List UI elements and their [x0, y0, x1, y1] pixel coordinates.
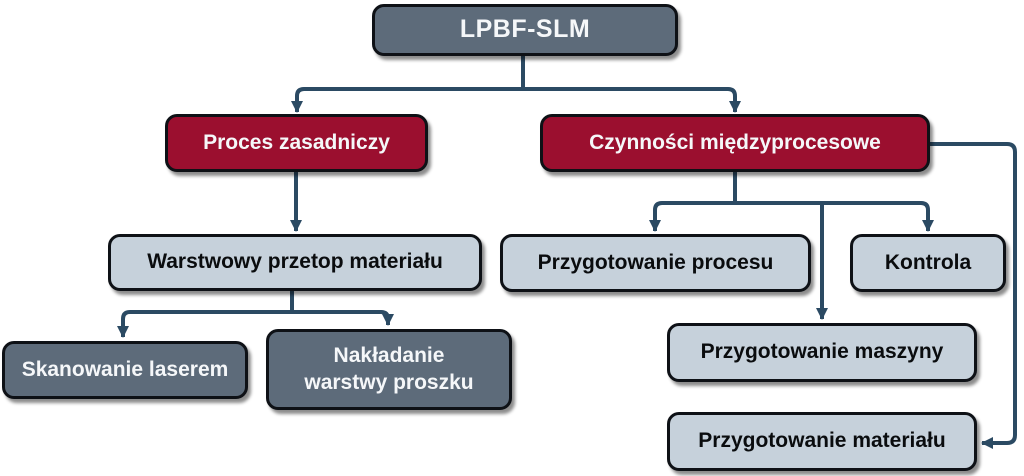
node-czynnosci-miedzyprocesowe-label: Czynności międzyprocesowe — [589, 130, 881, 154]
node-przygotowanie-maszyny-label: Przygotowanie maszyny — [700, 340, 944, 364]
connector-warstwowy-to-nakladanie — [292, 310, 394, 326]
connector-czynnosci-to-procesu — [649, 201, 735, 232]
node-przygotowanie-materialu-label: Przygotowanie materiału — [698, 429, 946, 453]
node-nakladanie-warstwy: Nakładanie warstwy proszku — [266, 329, 512, 410]
node-warstwowy-przetop: Warstwowy przetop materiału — [108, 234, 482, 291]
node-przygotowanie-materialu: Przygotowanie materiału — [667, 412, 977, 471]
node-przygotowanie-maszyny: Przygotowanie maszyny — [667, 323, 977, 382]
node-lpbf-slm: LPBF-SLM — [372, 4, 678, 56]
node-skanowanie-laserem-label: Skanowanie laserem — [21, 357, 229, 381]
connector-warstwowy-to-skanowanie — [117, 310, 292, 338]
node-nakladanie-warstwy-label: Nakładanie warstwy proszku — [304, 344, 474, 394]
node-czynnosci-miedzyprocesowe: Czynności międzyprocesowe — [540, 114, 930, 172]
connector-root-to-proces — [291, 87, 523, 113]
node-przygotowanie-procesu: Przygotowanie procesu — [500, 234, 811, 292]
connector-czynnosci-to-materialu — [930, 142, 1017, 449]
connector-czynnosci-to-kontrola — [735, 201, 934, 232]
node-proces-zasadniczy-label: Proces zasadniczy — [203, 130, 390, 154]
node-kontrola: Kontrola — [850, 234, 1006, 292]
node-kontrola-label: Kontrola — [884, 250, 972, 274]
node-warstwowy-przetop-label: Warstwowy przetop materiału — [147, 250, 443, 274]
node-lpbf-slm-label: LPBF-SLM — [459, 15, 591, 44]
node-przygotowanie-procesu-label: Przygotowanie procesu — [537, 250, 774, 274]
node-proces-zasadniczy: Proces zasadniczy — [165, 114, 428, 172]
node-skanowanie-laserem: Skanowanie laserem — [2, 341, 248, 399]
connector-root-to-czynnosci — [523, 87, 741, 113]
